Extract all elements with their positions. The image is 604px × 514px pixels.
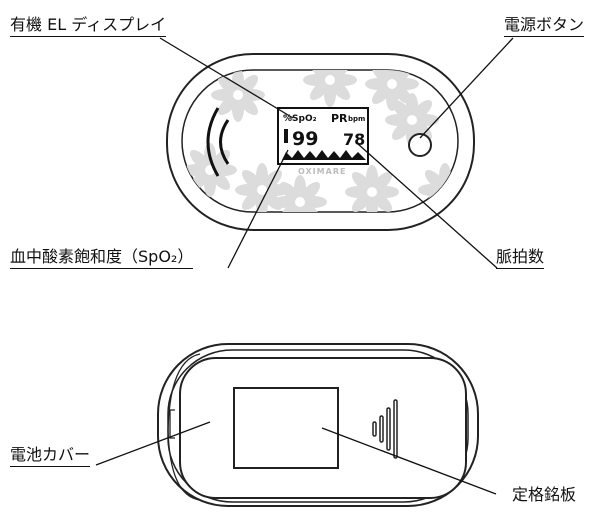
- screen-header-bpm: bpm: [348, 115, 365, 123]
- label-power-button: 電源ボタン: [504, 16, 585, 37]
- screen-pr-value: 78: [343, 130, 365, 149]
- grip-ridges: [372, 399, 398, 459]
- sensor-arcs: [206, 107, 230, 177]
- screen-header-spo2: %SpO₂: [283, 114, 317, 124]
- leader-lines-top: [159, 37, 514, 269]
- label-rating-plate: 定格銘板: [512, 485, 577, 504]
- battery-cover-edge: [167, 353, 201, 501]
- screen-spo2-value: 99: [292, 128, 318, 150]
- label-pulse-rate: 脈拍数: [496, 248, 545, 269]
- rating-plate: [233, 387, 339, 469]
- oximeter-front-view: %SpO₂ PR bpm 99 78 OXIMARE: [159, 37, 514, 269]
- pleth-waveform: [282, 150, 366, 160]
- label-oled-display: 有機 EL ディスプレイ: [10, 16, 167, 37]
- leader-lines-bottom: [95, 421, 497, 495]
- label-battery-cover: 電池カバー: [10, 446, 91, 467]
- oximeter-back-view: [95, 343, 497, 507]
- signal-bar: [284, 129, 288, 143]
- label-spo2: 血中酸素飽和度（SpO₂）: [10, 248, 194, 269]
- brand-logo: OXIMARE: [298, 167, 346, 176]
- power-button: [408, 133, 432, 157]
- cover-latch: [169, 409, 175, 439]
- screen-header-pr: PR: [331, 112, 348, 125]
